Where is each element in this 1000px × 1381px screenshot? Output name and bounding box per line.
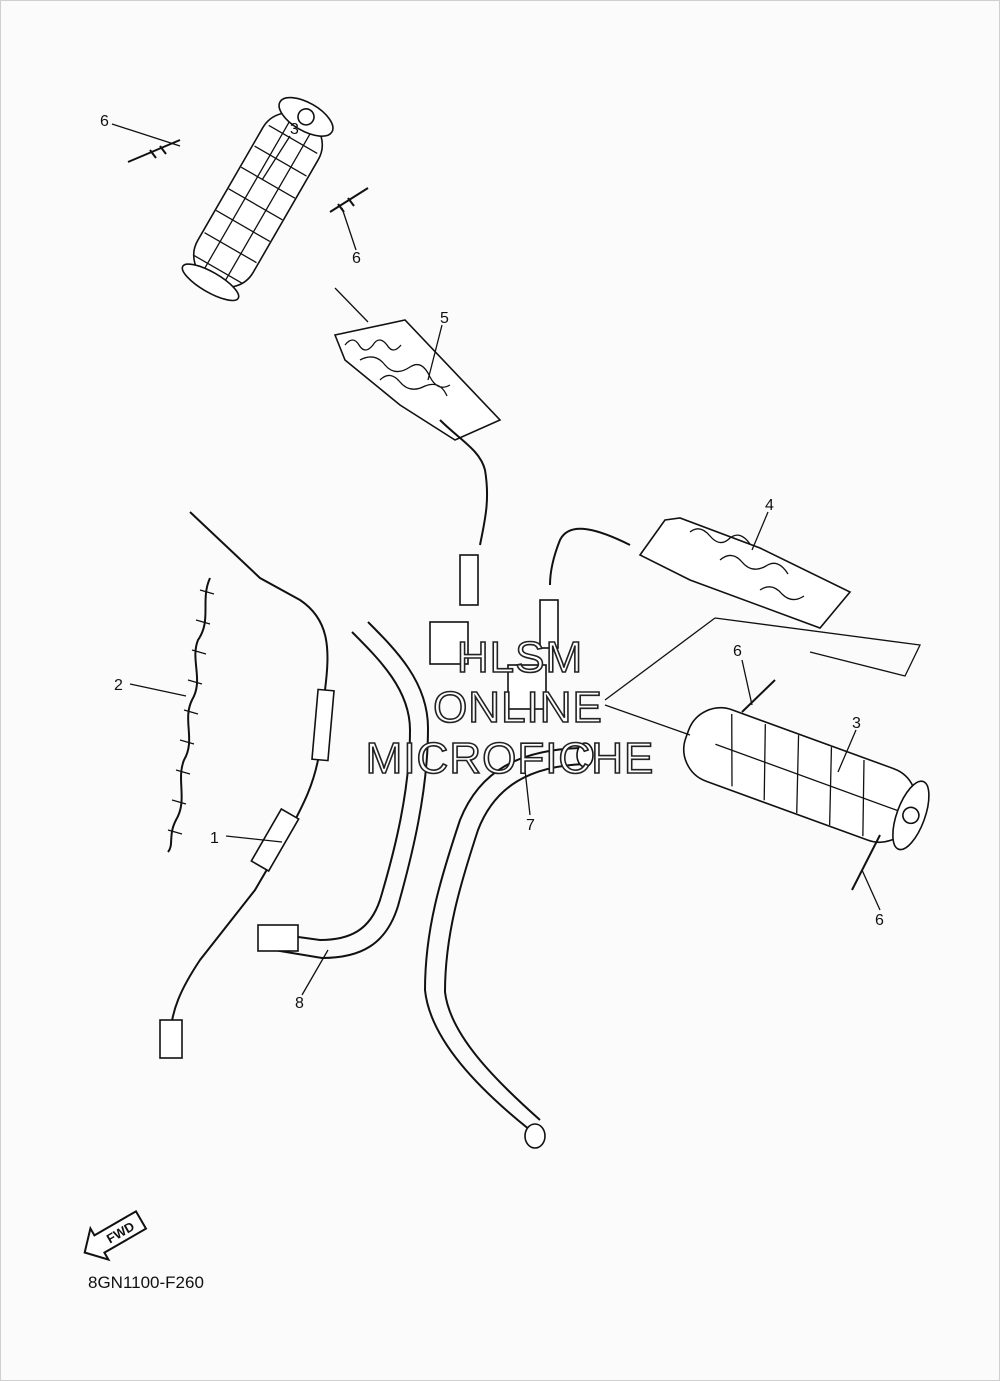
callout-6: 6 [100, 113, 109, 130]
callout-8: 8 [295, 995, 304, 1012]
callout-6: 6 [352, 250, 361, 267]
throttle-cable [159, 511, 335, 1059]
grip-left [181, 96, 334, 302]
watermark-line-3: MICROFICHE [366, 734, 655, 783]
grip-right [683, 707, 930, 851]
watermark-line-1: HLSM [457, 633, 583, 682]
hose-8 [257, 621, 430, 960]
heater-element-right [507, 517, 921, 710]
diagram-code: 8GN1100-F260 [88, 1273, 204, 1292]
leader-lines [111, 123, 881, 996]
callout-4: 4 [765, 497, 774, 514]
bolt-upper-2 [329, 187, 369, 213]
spring [167, 577, 215, 853]
callout-1: 1 [210, 830, 219, 847]
callout-7: 7 [526, 817, 535, 834]
callout-5: 5 [440, 310, 449, 327]
callout-6: 6 [733, 643, 742, 660]
callout-2: 2 [114, 677, 123, 694]
heater-element-upper [333, 319, 502, 665]
bolt-right-lower [851, 834, 881, 891]
callout-6: 6 [875, 912, 884, 929]
hose-7 [423, 742, 594, 1149]
watermark: HLSM ONLINE MICROFICHE [365, 632, 655, 784]
bolt-right-upper [741, 679, 776, 713]
watermark-line-2: ONLINE [433, 683, 603, 732]
callout-3: 3 [852, 715, 861, 732]
callout-3: 3 [290, 121, 299, 138]
fwd-arrow-icon: FWD [83, 1209, 148, 1262]
